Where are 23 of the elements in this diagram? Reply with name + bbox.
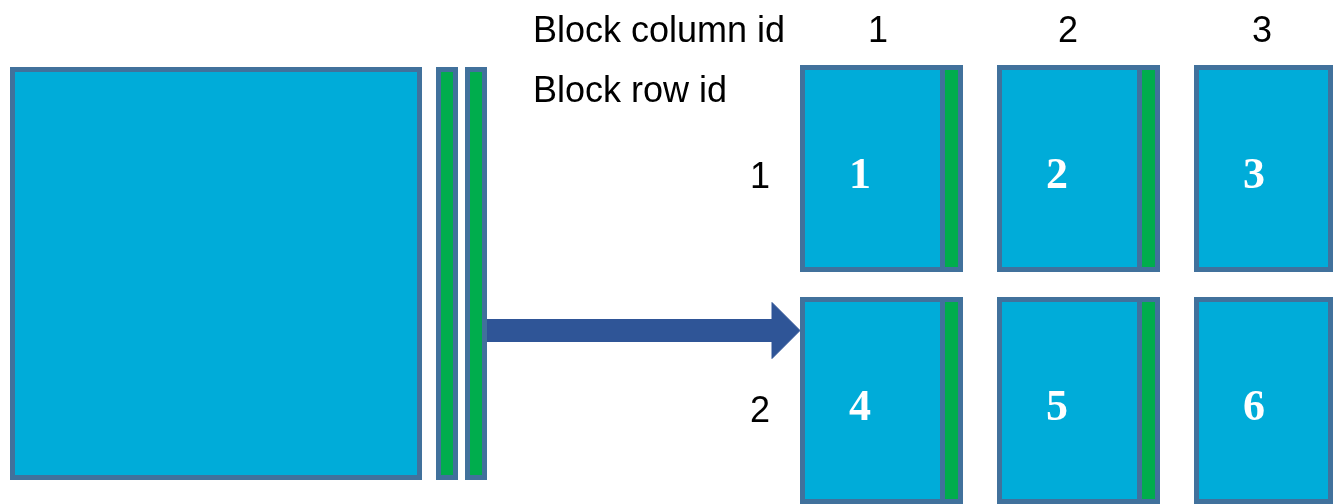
block-number: 1 bbox=[849, 152, 871, 196]
block-number: 6 bbox=[1243, 384, 1265, 428]
axis-title: Block column id bbox=[533, 12, 786, 48]
row-index: 2 bbox=[750, 392, 771, 428]
matrix-block bbox=[1194, 65, 1333, 272]
block-number: 4 bbox=[849, 384, 871, 428]
matrix-block bbox=[800, 297, 963, 504]
block-number: 2 bbox=[1046, 152, 1068, 196]
matrix-block bbox=[997, 297, 1160, 504]
column-index: 2 bbox=[1058, 12, 1079, 48]
row-index: 1 bbox=[750, 158, 771, 194]
axis-title: Block row id bbox=[533, 72, 728, 108]
matrix-block bbox=[1194, 297, 1333, 504]
block-arrow bbox=[486, 302, 801, 359]
matrix-block bbox=[997, 65, 1160, 272]
column-strip bbox=[465, 67, 487, 480]
column-index: 1 bbox=[868, 12, 889, 48]
block-number: 3 bbox=[1243, 152, 1265, 196]
block-number: 5 bbox=[1046, 384, 1068, 428]
matrix-block bbox=[10, 67, 422, 480]
column-strip bbox=[436, 67, 458, 480]
column-index: 3 bbox=[1252, 12, 1273, 48]
matrix-block bbox=[800, 65, 963, 272]
